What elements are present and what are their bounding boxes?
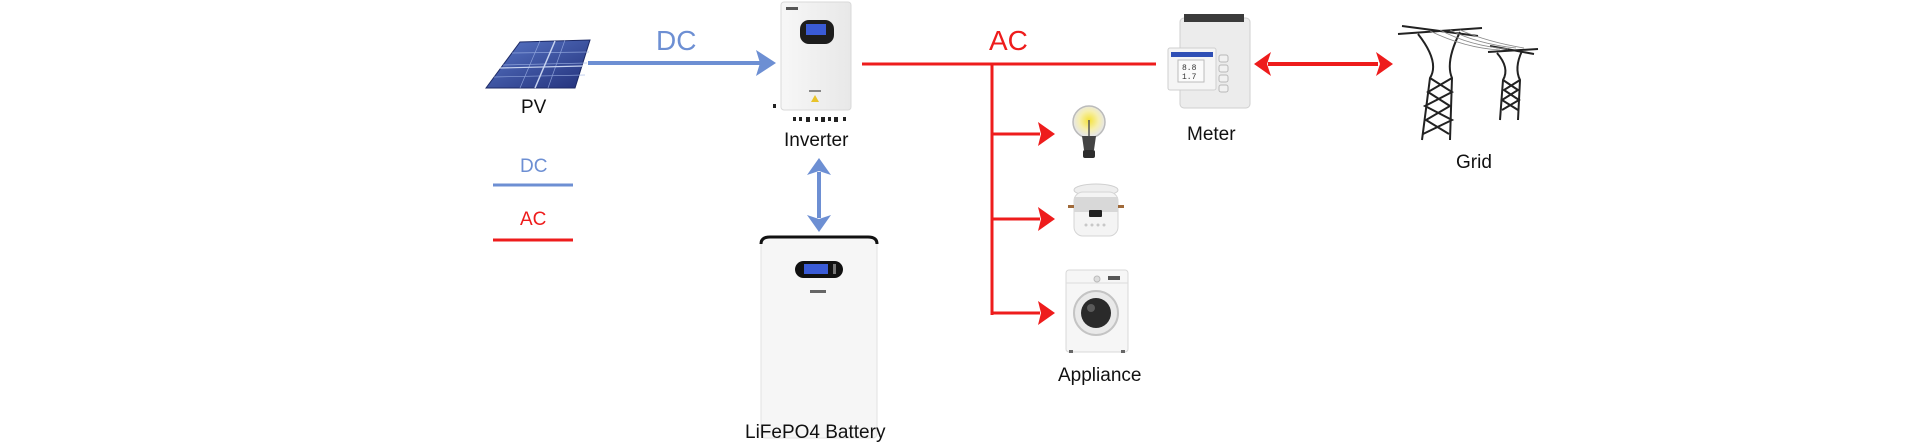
power-tower-icon — [1397, 25, 1539, 141]
ac-arrow-to-washing-machine — [992, 301, 1055, 325]
appliance-label: Appliance — [1058, 365, 1142, 386]
ac-arrow-to-rice-cooker — [992, 207, 1055, 231]
solar-panel-icon — [485, 39, 591, 89]
legend-dc-label: DC — [520, 156, 548, 177]
pv-label: PV — [521, 97, 547, 118]
svg-text:8.8: 8.8 — [1182, 64, 1197, 73]
dc-arrow-pv-to-inverter — [588, 50, 776, 76]
meter-label: Meter — [1187, 124, 1236, 145]
inverter-icon — [773, 1, 852, 122]
ac-arrow-meter-grid — [1254, 52, 1393, 76]
battery-icon — [759, 235, 879, 439]
ac-arrow-to-bulb — [992, 122, 1055, 146]
meter-icon: 8.8 1.7 — [1167, 14, 1251, 109]
inverter-label: Inverter — [784, 130, 849, 151]
dc-flow-label: DC — [656, 25, 697, 56]
dc-arrow-inverter-battery — [807, 158, 831, 232]
rice-cooker-icon — [1068, 183, 1124, 237]
legend-ac-label: AC — [520, 209, 547, 230]
battery-label: LiFePO4 Battery — [745, 422, 886, 443]
svg-text:1.7: 1.7 — [1182, 73, 1197, 82]
washing-machine-icon — [1065, 269, 1129, 353]
ac-flow-label: AC — [989, 25, 1028, 56]
grid-label: Grid — [1456, 152, 1492, 173]
light-bulb-icon — [1072, 105, 1106, 158]
